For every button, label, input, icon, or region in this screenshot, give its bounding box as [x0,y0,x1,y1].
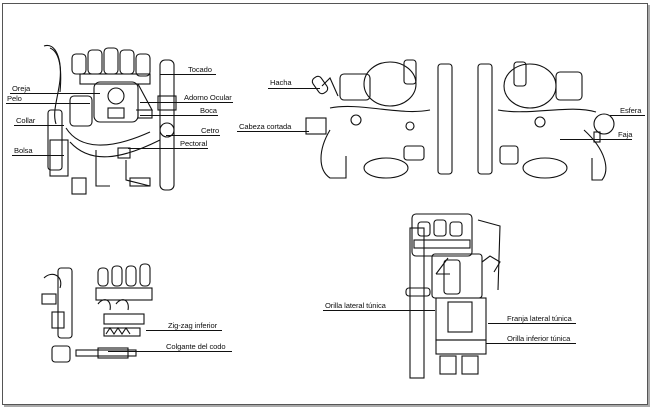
label-boca: Boca [200,106,217,115]
label-hacha: Hacha [270,78,292,87]
label-tocado: Tocado [188,65,212,74]
staff-god-drawing [43,44,177,195]
monolith-drawing [405,213,501,379]
label-colgante-codo: Colgante del codo [166,342,226,351]
label-cabeza-cortada: Cabeza cortada [239,122,292,131]
label-zigzag-inferior: Zig-zag inferior [168,321,218,330]
label-oreja: Oreja [12,84,31,93]
feline-left-drawing [305,59,453,179]
label-esfera: Esfera [620,106,642,115]
label-pectoral: Pectoral [180,139,208,148]
leader-tocado [160,74,216,75]
leader-collar [14,125,64,126]
leader-adorno-ocular [140,102,233,103]
label-orilla-inferior: Orilla inferior túnica [507,334,571,343]
label-franja-lateral: Franja lateral túnica [507,314,572,323]
label-orilla-lateral: Orilla lateral túnica [325,301,386,310]
leader-hacha [268,88,320,89]
leader-boca [140,115,218,116]
leader-orilla-inferior [486,343,576,344]
leader-esfera [610,115,645,116]
figure-frame [2,3,648,405]
label-bolsa: Bolsa [14,146,33,155]
label-pelo: Pelo [7,94,22,103]
leader-oreja [10,93,100,94]
leader-orilla-lateral [323,310,435,311]
label-cetro: Cetro [201,126,220,135]
leader-bolsa [12,155,64,156]
label-faja: Faja [618,130,633,139]
leader-colgante-codo [108,351,232,352]
leader-faja [560,139,632,140]
leader-zigzag-inferior [146,330,222,331]
attendant-drawing [41,263,153,363]
leader-cetro [166,135,220,136]
leader-pectoral [128,148,208,149]
leader-franja-lateral [488,323,576,324]
label-collar: Collar [16,116,36,125]
leader-cabeza-cortada [237,131,309,132]
label-adorno-ocular: Adorno Ocular [184,93,232,102]
leader-pelo [6,103,90,104]
feline-right-drawing [477,61,615,181]
